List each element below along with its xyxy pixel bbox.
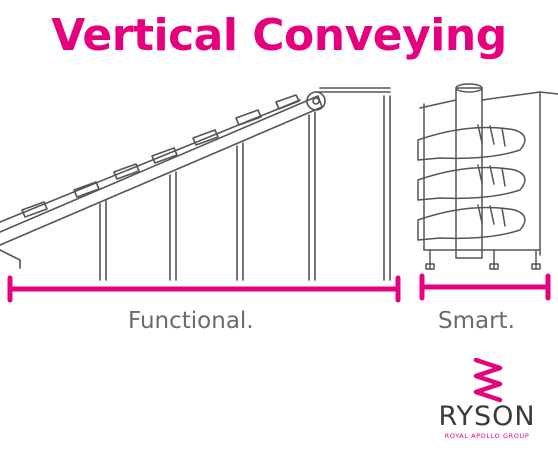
logo-wordmark: RYSON: [438, 401, 536, 432]
page-title: Vertical Conveying: [51, 10, 507, 61]
caption-smart: Smart.: [438, 308, 515, 334]
logo-tagline: ROYAL APOLLO GROUP: [444, 432, 530, 440]
functional-dimension-bar: [7, 275, 401, 303]
incline-conveyor-drawing: [0, 87, 391, 281]
smart-dimension-bar: [419, 273, 551, 301]
caption-functional: Functional.: [128, 308, 254, 334]
ryson-logo-icon: [473, 357, 503, 403]
spiral-conveyor-drawing: [417, 83, 558, 270]
